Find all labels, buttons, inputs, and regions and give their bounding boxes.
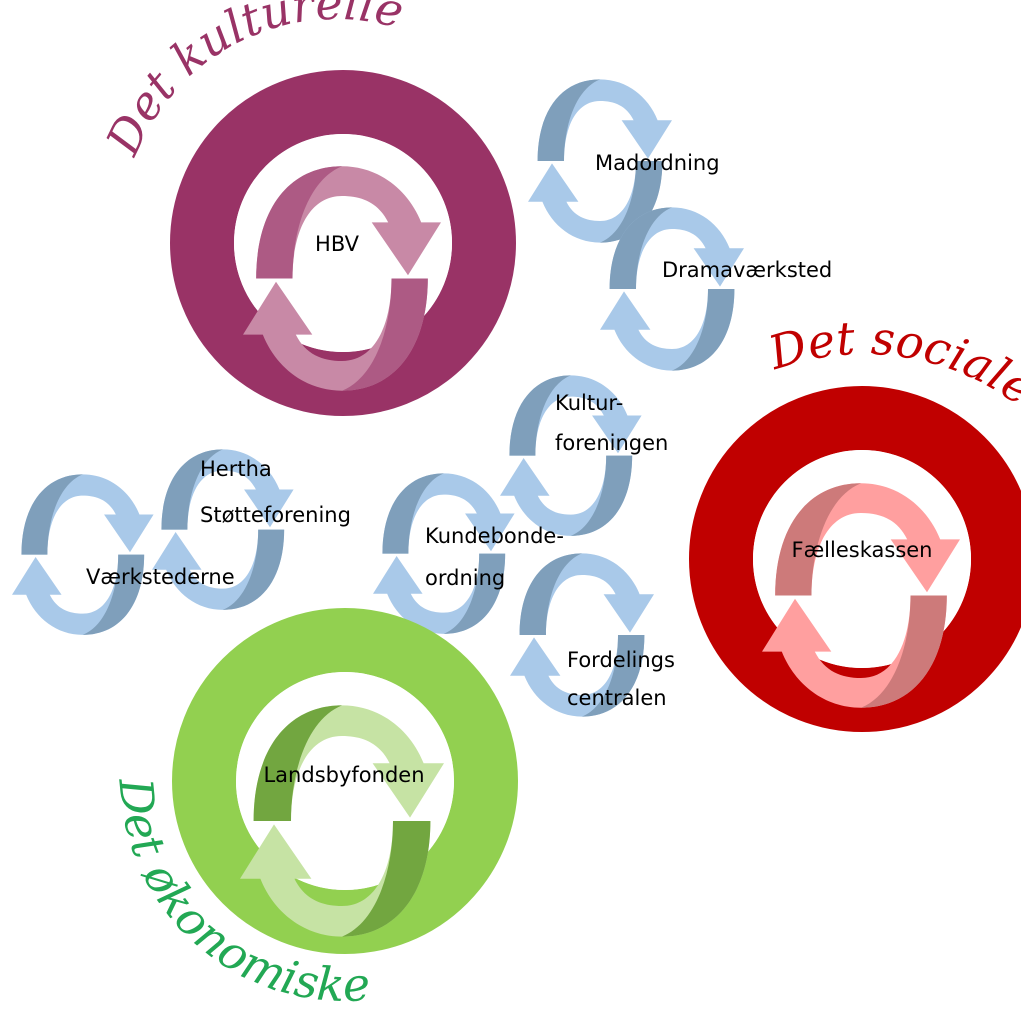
label-kundebondeordning-2: ordning: [425, 566, 505, 590]
cycle-madordning-arc-right: [600, 161, 663, 243]
cycle-madordning: [528, 79, 672, 243]
cycle-kundebondeordning-arc-right: [443, 553, 506, 634]
ring-sociale-cycle-arc-right: [861, 595, 947, 708]
ring-okonomiske-cycle-arc-right: [342, 821, 431, 937]
cycle-kulturforeningen: [500, 375, 642, 536]
ring-kulturelle-cycle-arc-right: [342, 278, 428, 391]
label-fordelingscentralen-1: Fordelings: [567, 648, 675, 672]
label-hertha-1: Hertha: [200, 457, 272, 481]
ring-kulturelle-cycle-arc-left: [256, 166, 342, 279]
ring-sociale-cycle-arc-left: [775, 483, 861, 596]
label-dramavaerksted: Dramaværksted: [662, 258, 832, 282]
rings-layer: [170, 70, 1021, 954]
label-madordning: Madordning: [595, 151, 720, 175]
cycle-fordelingscentralen-arc-right: [582, 635, 645, 717]
cycle-madordning-arc-left: [537, 79, 600, 161]
cycle-fordelingscentralen-arc-left: [519, 553, 582, 635]
cycle-vaerkstederne-arc-left: [21, 474, 83, 555]
ring-kulturelle: [170, 70, 516, 416]
cycle-dramavaerksted: [600, 207, 744, 371]
cycle-kulturforeningen-arc-right: [570, 455, 633, 536]
label-hbv: HBV: [315, 232, 360, 256]
label-fordelingscentralen-2: centralen: [567, 686, 667, 710]
cycle-hertha-arc-right: [222, 529, 285, 610]
cycle-fordelingscentralen: [510, 553, 654, 717]
cycle-kundebondeordning: [373, 473, 515, 634]
ring-okonomiske: [172, 608, 518, 954]
cycle-hertha: [152, 449, 294, 610]
label-kulturforeningen-2: foreningen: [555, 431, 668, 455]
cycle-kulturforeningen-arc-left: [509, 375, 571, 456]
label-kulturforeningen-1: Kultur-: [555, 391, 623, 415]
label-landsbyfonden: Landsbyfonden: [263, 763, 424, 787]
cycle-dramavaerksted-arc-left: [609, 207, 672, 289]
cycle-hertha-arc-left: [161, 449, 223, 530]
label-kundebondeordning-1: Kundebonde-: [425, 524, 564, 548]
cycles-layer: [12, 79, 744, 717]
cycle-dramavaerksted-arc-right: [672, 289, 735, 371]
cycle-vaerkstederne-arc-right: [82, 554, 145, 635]
label-hertha-2: Støtteforening: [200, 503, 351, 527]
cycle-vaerkstederne: [12, 474, 154, 635]
ring-sociale: [689, 386, 1021, 732]
cycle-kundebondeordning-arc-left: [382, 473, 444, 554]
label-vaerkstederne: Værkstederne: [86, 565, 235, 589]
label-faelleskassen: Fælleskassen: [791, 538, 932, 562]
ring-okonomiske-cycle-arc-left: [253, 705, 342, 821]
